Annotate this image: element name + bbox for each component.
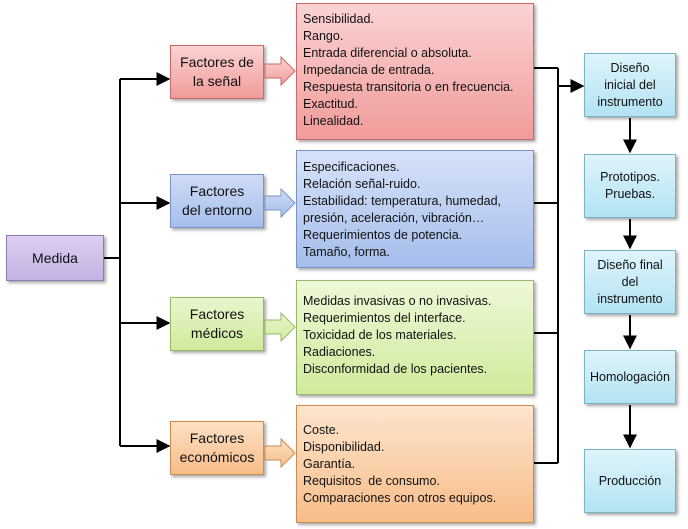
factor-medical-box: Factores médicos [170, 297, 264, 351]
factor-medical-line1: Factores [189, 306, 245, 322]
step-line: instrumento [597, 94, 663, 109]
step-homologation-box: Homologación [584, 350, 676, 404]
details-medical-box: Medidas invasivas o no invasivas. Requer… [296, 280, 534, 395]
detail-item: Rango. [303, 29, 344, 43]
step-final-design-box: Diseño final del instrumento [584, 250, 676, 314]
detail-item: Impedancia de entrada. [303, 63, 435, 77]
factor-medical-line2: médicos [190, 325, 244, 341]
step-line: Diseño final [597, 257, 663, 272]
detail-item: Relación señal-ruido. [303, 177, 421, 191]
detail-item: Coste. [303, 423, 340, 437]
detail-item: Requisitos de consumo. [303, 474, 440, 488]
block-arrow-signal-icon [264, 55, 296, 87]
details-signal-box: Sensibilidad. Rango. Entrada diferencial… [296, 3, 534, 140]
detail-item: Requerimientos del interface. [303, 311, 466, 325]
details-environment-box: Especificaciones. Relación señal-ruido. … [296, 150, 534, 268]
factor-signal-line1: Factores de [180, 54, 254, 70]
step-line: Prototipos. [600, 170, 660, 184]
detail-item: Radiaciones. [303, 345, 376, 359]
step-line: Diseño [610, 60, 650, 75]
detail-item: Sensibilidad. [303, 12, 374, 26]
factor-economic-line1: Factores [189, 430, 245, 446]
detail-item: Estabilidad: temperatura, humedad, [303, 194, 502, 208]
detail-item: Respuesta transitoria o en frecuencia. [303, 80, 514, 94]
detail-item: Medidas invasivas o no invasivas. [303, 294, 492, 308]
detail-item: Linealidad. [303, 114, 364, 128]
step-line: del [621, 274, 639, 289]
detail-item: Comparaciones con otros equipos. [303, 491, 497, 505]
factor-environment-box: Factores del entorno [170, 174, 264, 228]
detail-item: Especificaciones. [303, 160, 400, 174]
detail-item: presión, aceleración, vibración… [303, 211, 485, 225]
block-arrow-economic-icon [264, 437, 296, 469]
factor-signal-box: Factores de la señal [170, 45, 264, 99]
detail-item: Exactitud. [303, 97, 358, 111]
block-arrow-medical-icon [264, 311, 296, 343]
factor-economic-line2: económicos [179, 449, 255, 465]
details-economic-box: Coste. Disponibilidad. Garantía. Requisi… [296, 405, 534, 523]
detail-item: Disconformidad de los pacientes. [303, 362, 488, 376]
step-line: Producción [598, 473, 662, 488]
factor-environment-line2: del entorno [181, 202, 253, 218]
detail-item: Entrada diferencial o absoluta. [303, 46, 472, 60]
detail-item: Requerimientos de potencia. [303, 228, 463, 242]
step-initial-design-box: Diseño inicial del instrumento [584, 53, 676, 117]
step-line: Homologación [590, 369, 670, 384]
medida-box: Medida [6, 235, 104, 281]
step-line: inicial del [604, 77, 656, 92]
step-production-box: Producción [584, 449, 676, 513]
block-arrow-environment-icon [264, 187, 296, 219]
step-line: instrumento [597, 291, 663, 306]
detail-item: Toxicidad de los materiales. [303, 328, 457, 342]
medida-label: Medida [32, 250, 78, 266]
factor-economic-box: Factores económicos [170, 421, 264, 475]
factor-signal-line2: la señal [192, 73, 242, 89]
detail-item: Tamaño, forma. [303, 245, 390, 259]
detail-item: Disponibilidad. [303, 440, 385, 454]
step-line: Pruebas. [604, 187, 655, 201]
detail-item: Garantía. [303, 457, 356, 471]
step-prototypes-box: Prototipos. Pruebas. [584, 154, 676, 218]
factor-environment-line1: Factores [189, 183, 245, 199]
